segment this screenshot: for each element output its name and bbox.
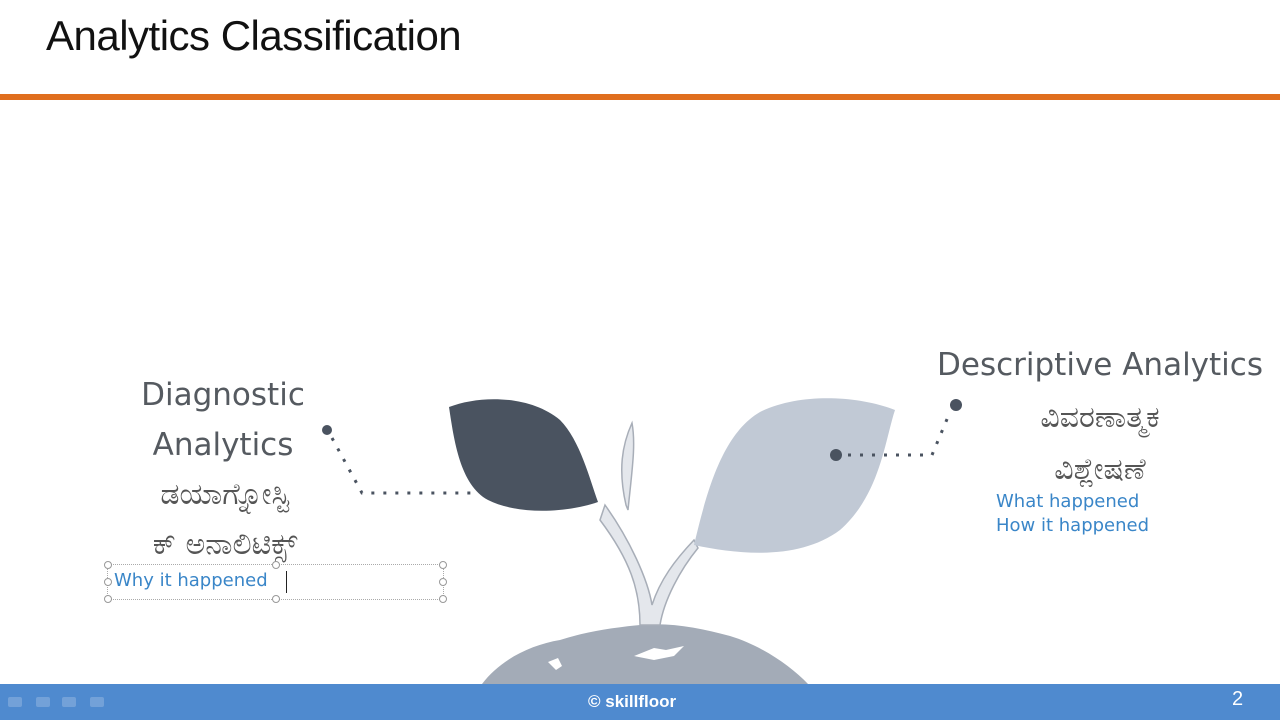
descriptive-kannada-heading: ವಿವರಣಾತ್ಮಕ ವಿಶ್ಲೇಷಣೆ [980, 392, 1220, 496]
leaf-light [694, 398, 895, 553]
descriptive-description: What happened How it happened [996, 490, 1149, 538]
text-caret [286, 571, 287, 593]
descriptive-description-line1: What happened [996, 491, 1140, 512]
resize-handle[interactable] [104, 595, 112, 603]
descriptive-description-line2: How it happened [996, 515, 1150, 536]
diagnostic-description[interactable]: Why it happened [114, 570, 268, 591]
slide-title: Analytics Classification [46, 12, 462, 59]
descriptive-analytics-heading: Descriptive Analytics [937, 347, 1263, 383]
brand-label: © skillfloor [588, 692, 677, 711]
resize-handle[interactable] [104, 561, 112, 569]
resize-handle[interactable] [439, 578, 447, 586]
resize-handle[interactable] [104, 578, 112, 586]
descriptive-kannada-line2: ವಿಶ್ಲೇಷಣೆ [1054, 452, 1146, 487]
resize-handle[interactable] [272, 595, 280, 603]
plant-stem [599, 503, 699, 626]
resize-handle[interactable] [439, 561, 447, 569]
more-icon[interactable] [90, 697, 104, 707]
diagnostic-kannada-line1: ಡಯಾಗ್ನೋಸ್ಟಿ [160, 477, 290, 512]
resize-handle[interactable] [439, 595, 447, 603]
descriptive-kannada-line1: ವಿವರಣಾತ್ಮಕ [1040, 400, 1160, 435]
back-icon[interactable] [8, 697, 22, 707]
slides-icon[interactable] [62, 697, 76, 707]
diagnostic-title-line2: Analytics [152, 427, 294, 463]
diagnostic-kannada-heading: ಡಯಾಗ್ನೋಸ್ಟಿ ಕ್ ಅನಾಲಿಟಿಕ್ಸ್ [100, 470, 350, 570]
pen-icon[interactable] [36, 697, 50, 707]
leaf-dark [449, 399, 598, 511]
diagnostic-analytics-heading: Diagnostic Analytics [110, 370, 336, 470]
slide-footer [0, 684, 1280, 720]
text-selection-box[interactable] [104, 561, 447, 603]
diagnostic-kannada-line2: ಕ್ ಅನಾಲಿಟಿಕ್ಸ್ [152, 527, 298, 562]
diagnostic-title-line1: Diagnostic [141, 377, 305, 413]
resize-handle[interactable] [272, 561, 280, 569]
title-divider [0, 94, 1280, 100]
page-number: 2 [1232, 688, 1244, 710]
